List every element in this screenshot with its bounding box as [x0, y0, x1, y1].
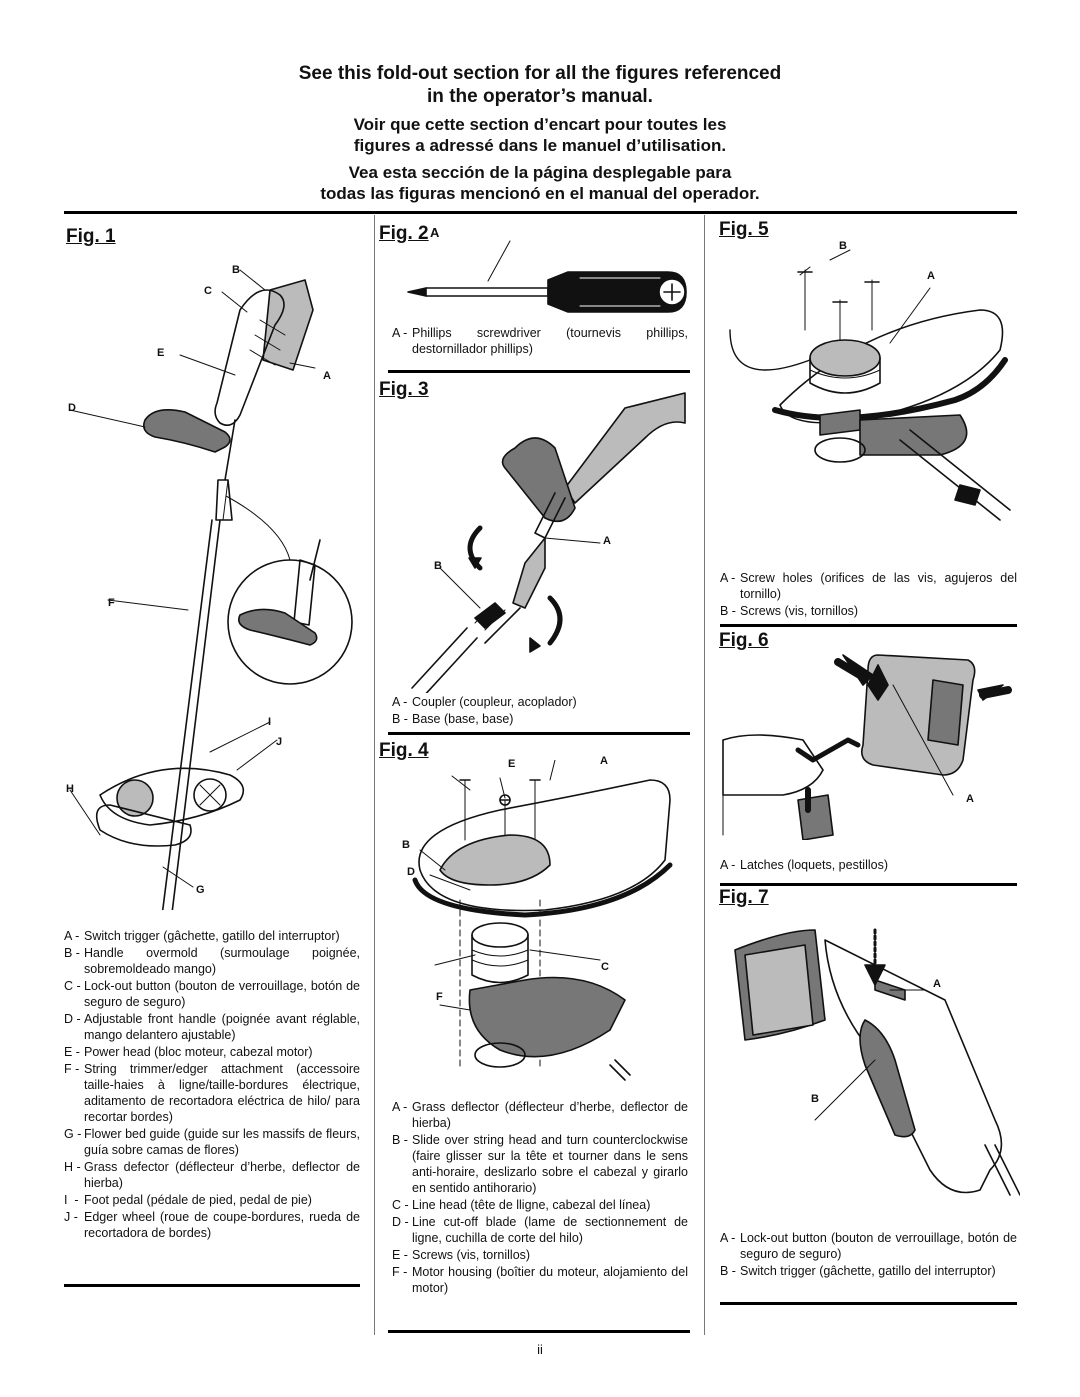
- fig4-legend-item: D -Line cut-off blade (lame de sectionne…: [392, 1215, 688, 1245]
- fig3-label-b: B: [434, 560, 442, 572]
- fig6-legend: A -Latches (loquets, pestillos): [720, 857, 1017, 874]
- fig1-title: Fig. 1: [66, 226, 116, 247]
- fig5-screw-holes-illustration: [729, 249, 1011, 521]
- fig1-legend-item: E -Power head (bloc moteur, cabezal moto…: [64, 1045, 313, 1059]
- fig1-legend-item: I -Foot pedal (pédale de pied, pedal de …: [64, 1193, 312, 1207]
- fig1-label-d: D: [68, 402, 76, 414]
- fig3-legend: A -Coupler (coupleur, acoplador) B -Base…: [392, 694, 688, 728]
- fig1-legend-item: J -Edger wheel (roue de coupe-bordures, …: [64, 1210, 360, 1240]
- fig7-lockout-trigger-illustration: [734, 928, 1020, 1196]
- fig3-legend-item: A -Coupler (coupleur, acoplador): [392, 695, 577, 709]
- fig3-title: Fig. 3: [379, 379, 429, 400]
- fig1-bottom-rule: [64, 1284, 360, 1287]
- fig4-label-f: F: [436, 991, 443, 1003]
- fig3-coupler-illustration: [411, 392, 686, 693]
- header-english: See this fold-out section for all the fi…: [0, 62, 1080, 108]
- fig2-legend-item: A -Phillips screwdriver (tournevis phill…: [392, 326, 688, 356]
- fig7-bottom-rule: [720, 1302, 1017, 1305]
- fig6-title: Fig. 6: [719, 630, 769, 651]
- fig1-label-f: F: [108, 597, 115, 609]
- fig1-label-b: B: [232, 264, 240, 276]
- fig2-title: Fig. 2: [379, 223, 429, 244]
- fig4-legend-item: F -Motor housing (boîtier du moteur, alo…: [392, 1265, 688, 1295]
- fig6-bottom-rule: [720, 883, 1017, 886]
- fig5-label-b: B: [839, 240, 847, 252]
- fig4-grass-deflector-illustration: [412, 760, 673, 1081]
- fig7-legend-item: B -Switch trigger (gâchette, gatillo del…: [720, 1264, 996, 1278]
- fig4-legend-item: A -Grass deflector (déflecteur d’herbe, …: [392, 1100, 688, 1130]
- fig1-legend-item: F -String trimmer/edger attachment (acce…: [64, 1062, 360, 1124]
- fig1-label-h: H: [66, 783, 74, 795]
- fig1-legend-item: B -Handle overmold (surmoulage poignée, …: [64, 946, 360, 976]
- fig7-label-a: A: [933, 978, 941, 990]
- fig1-legend-item: C -Lock-out button (bouton de verrouilla…: [64, 979, 360, 1009]
- fig4-label-e: E: [508, 758, 516, 770]
- page-number: ii: [537, 1342, 543, 1357]
- header-divider: [64, 211, 1017, 214]
- fig5-bottom-rule: [720, 624, 1017, 627]
- fig3-label-a: A: [603, 535, 611, 547]
- header-french: Voir que cette section d’encart pour tou…: [0, 114, 1080, 156]
- fig5-legend-item: B -Screws (vis, tornillos): [720, 604, 859, 618]
- fig1-legend-item: G -Flower bed guide (guide sur les massi…: [64, 1127, 360, 1157]
- fig1-label-e: E: [157, 347, 165, 359]
- fig4-legend-item: C -Line head (tête de lligne, cabezal de…: [392, 1198, 651, 1212]
- fig7-legend: A -Lock-out button (bouton de verrouilla…: [720, 1230, 1017, 1280]
- fig2-bottom-rule: [388, 370, 690, 373]
- fig5-title: Fig. 5: [719, 219, 769, 240]
- column-divider-right: [704, 215, 705, 1335]
- fig1-label-a: A: [323, 370, 331, 382]
- fig4-label-a: A: [600, 755, 608, 767]
- fig4-label-d: D: [407, 866, 415, 878]
- fig3-legend-item: B -Base (base, base): [392, 712, 514, 726]
- header-english-line2: in the operator’s manual.: [427, 86, 653, 107]
- fig6-label-a: A: [966, 793, 974, 805]
- fig7-title: Fig. 7: [719, 887, 769, 908]
- fig1-string-trimmer-illustration: [69, 269, 353, 910]
- fig6-battery-latches-illustration: [722, 654, 1012, 840]
- fig4-legend-item: B -Slide over string head and turn count…: [392, 1133, 688, 1195]
- fig6-legend-item: A -Latches (loquets, pestillos): [720, 858, 888, 872]
- fig7-legend-item: A -Lock-out button (bouton de verrouilla…: [720, 1231, 1017, 1261]
- fig1-legend-item: A -Switch trigger (gâchette, gatillo del…: [64, 929, 340, 943]
- header-spanish: Vea esta sección de la página desplegabl…: [0, 162, 1080, 204]
- fig2-screwdriver-illustration: [407, 240, 687, 313]
- header-spanish-line2: todas las figuras mencionó en el manual …: [320, 184, 760, 203]
- fig4-legend: A -Grass deflector (déflecteur d’herbe, …: [392, 1099, 688, 1297]
- fig1-legend-item: H -Grass defector (déflecteur d’herbe, d…: [64, 1160, 360, 1190]
- fig4-label-b: B: [402, 839, 410, 851]
- header-english-line1: See this fold-out section for all the fi…: [298, 63, 782, 84]
- fig1-label-g: G: [196, 884, 205, 896]
- fig4-legend-item: E -Screws (vis, tornillos): [392, 1248, 531, 1262]
- header-spanish-line1: Vea esta sección de la página desplegabl…: [348, 163, 732, 182]
- fig2-legend: A -Phillips screwdriver (tournevis phill…: [392, 325, 688, 358]
- fig5-label-a: A: [927, 270, 935, 282]
- column-divider-left: [374, 215, 375, 1335]
- fig4-bottom-rule: [388, 1330, 690, 1333]
- fig4-label-c: C: [601, 961, 609, 973]
- fig1-label-j: J: [276, 736, 283, 748]
- fig1-label-i: I: [268, 716, 272, 728]
- fig7-label-b: B: [811, 1093, 819, 1105]
- fig1-label-c: C: [204, 285, 212, 297]
- fig2-label-a: A: [430, 225, 440, 240]
- fig1-legend: A -Switch trigger (gâchette, gatillo del…: [64, 928, 360, 1242]
- fig4-title: Fig. 4: [379, 740, 429, 761]
- fig1-legend-item: D -Adjustable front handle (poignée avan…: [64, 1012, 360, 1042]
- fig5-legend: A -Screw holes (orifices de las vis, agu…: [720, 570, 1017, 620]
- header-french-line2: figures a adressé dans le manuel d’utili…: [353, 136, 727, 155]
- fig3-bottom-rule: [388, 732, 690, 735]
- header-french-line1: Voir que cette section d’encart pour tou…: [353, 115, 727, 134]
- fig5-legend-item: A -Screw holes (orifices de las vis, agu…: [720, 571, 1017, 601]
